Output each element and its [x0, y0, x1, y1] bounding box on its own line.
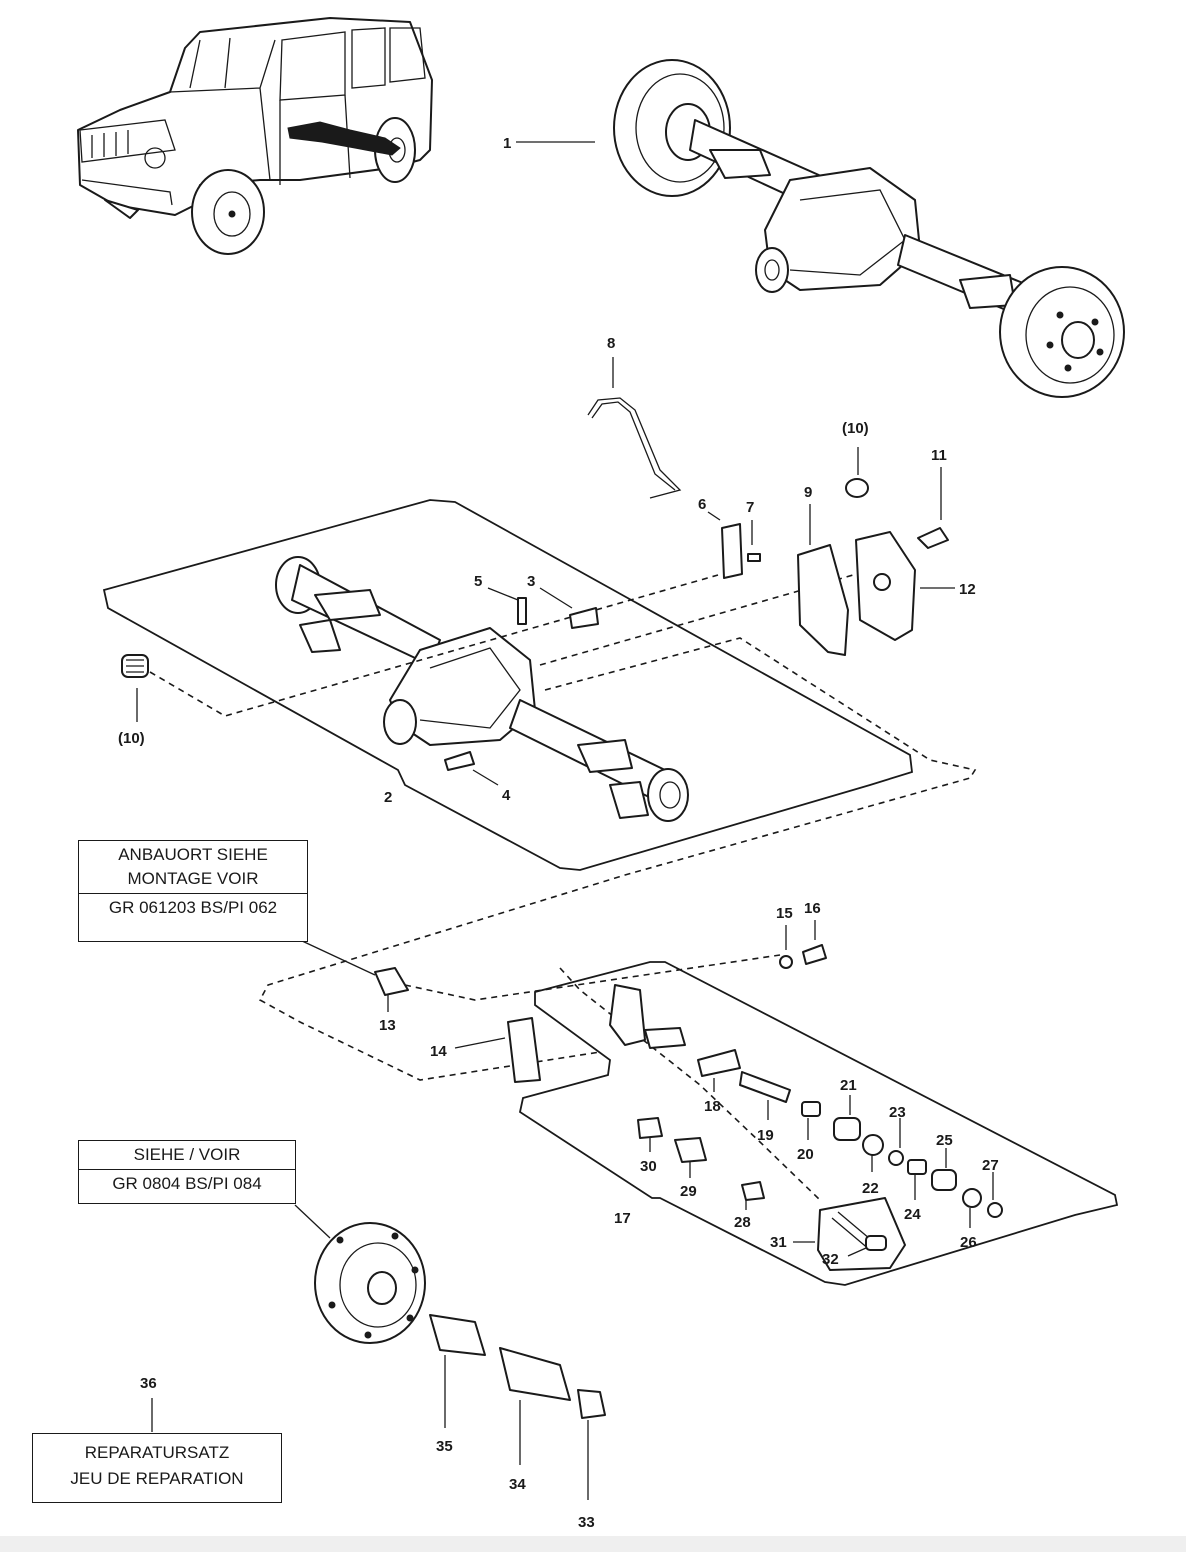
part-number-32: 32	[822, 1251, 839, 1268]
part-number-16: 16	[804, 900, 821, 917]
part-number-20: 20	[797, 1146, 814, 1163]
bracket-6-drawing	[721, 523, 743, 579]
part-number-7: 7	[746, 499, 754, 516]
anbauort-ref: GR 061203 BS/PI 062	[108, 898, 278, 917]
part-number-12: 12	[959, 581, 976, 598]
part-number-24: 24	[904, 1206, 921, 1223]
stud-5-drawing	[517, 597, 527, 625]
part-number-25: 25	[936, 1132, 953, 1149]
part-number-3: 3	[527, 573, 535, 590]
plug-10-drawing	[121, 478, 869, 678]
gasket-14-drawing	[507, 1017, 541, 1083]
hub-assembly-drawing	[314, 1222, 606, 1419]
repair-kit-box: REPARATURSATZ JEU DE REPARATION	[32, 1433, 282, 1503]
gasket-9-drawing	[797, 544, 849, 656]
part-number-33: 33	[578, 1514, 595, 1531]
part-number-8: 8	[607, 335, 615, 352]
part-number-15: 15	[776, 905, 793, 922]
part-number-30: 30	[640, 1158, 657, 1175]
lock-group-frame	[518, 961, 1119, 1286]
part-number-22: 22	[862, 1180, 879, 1197]
part-number-28: 28	[734, 1214, 751, 1231]
part-number-23: 23	[889, 1104, 906, 1121]
washer-15-drawing	[779, 955, 793, 969]
housing-group-frame	[102, 499, 913, 871]
rear-axle-assembly-drawing	[613, 59, 1125, 398]
bottom-edge	[0, 1536, 1186, 1552]
diff-lock-parts-drawing	[609, 984, 1003, 1271]
anbauort-reference-box: ANBAUORT SIEHE MONTAGE VOIR GR 061203 BS…	[78, 840, 308, 942]
part-number-13: 13	[379, 1017, 396, 1034]
part-number-29: 29	[680, 1183, 697, 1200]
part-number-18: 18	[704, 1098, 721, 1115]
part-number-19: 19	[757, 1127, 774, 1144]
part-number-5: 5	[474, 573, 482, 590]
part-number-31: 31	[770, 1234, 787, 1251]
fitting-13-drawing	[374, 967, 409, 996]
anbauort-line-2: MONTAGE VOIR	[127, 869, 259, 888]
repair-kit-line-2: JEU DE REPARATION	[70, 1469, 244, 1488]
part-number-4: 4	[502, 787, 511, 804]
part-number-34: 34	[509, 1476, 526, 1493]
repair-kit-line-1: REPARATURSATZ	[84, 1443, 230, 1462]
bolt-3-drawing	[569, 607, 599, 629]
part-number-14: 14	[430, 1043, 447, 1060]
part-number-10-top: (10)	[842, 420, 869, 437]
vent-tube-8-drawing	[587, 397, 682, 499]
part-number-36: 36	[140, 1375, 157, 1392]
part-number-27: 27	[982, 1157, 999, 1174]
part-number-6: 6	[698, 496, 706, 513]
pin-7-drawing	[747, 553, 761, 562]
part-number-10-left: (10)	[118, 730, 145, 747]
part-number-35: 35	[436, 1438, 453, 1455]
axle-housing-drawing	[275, 556, 689, 822]
part-number-26: 26	[960, 1234, 977, 1251]
part-number-9: 9	[804, 484, 812, 501]
leader-lines	[136, 141, 994, 1500]
siehe-voir-ref: GR 0804 BS/PI 084	[112, 1174, 262, 1193]
pin-4-drawing	[444, 751, 475, 771]
screw-11-drawing	[917, 527, 949, 549]
part-number-11: 11	[931, 447, 947, 464]
siehe-voir-reference-box: SIEHE / VOIR GR 0804 BS/PI 084	[78, 1140, 296, 1204]
part-number-17: 17	[614, 1210, 631, 1227]
siehe-voir-line-1: SIEHE / VOIR	[79, 1141, 295, 1170]
part-number-1: 1	[503, 135, 511, 152]
anbauort-line-1: ANBAUORT SIEHE	[118, 845, 268, 864]
bolt-16-drawing	[802, 944, 827, 965]
vehicle-illustration	[77, 17, 433, 255]
part-number-labels: 1 2 3 4 5 6 7 8 9 (10) (10) 11 12 13 14 …	[118, 135, 999, 1531]
part-number-2: 2	[384, 789, 392, 806]
part-number-21: 21	[840, 1077, 857, 1094]
